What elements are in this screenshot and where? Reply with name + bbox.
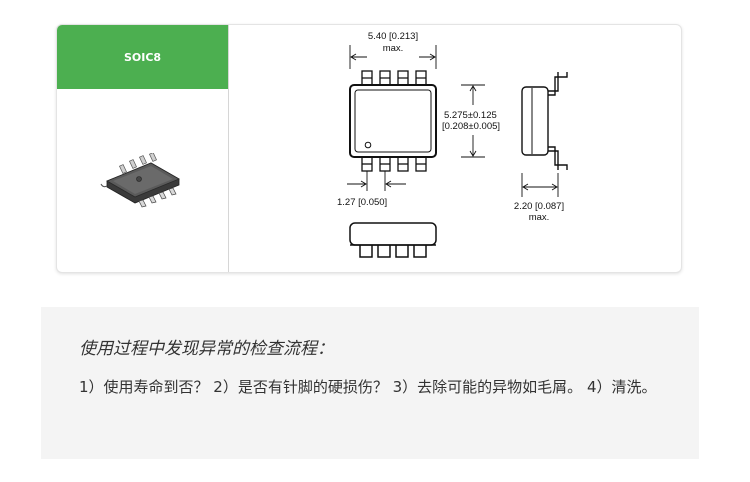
package-name: SOIC8 [123,50,162,64]
body-length-mm-label: 5.275±0.125 [444,110,497,121]
side-view [521,72,568,170]
note-title: 使用过程中发现异常的检查流程： [79,339,334,359]
pitch-dimension [347,171,406,191]
height-dimension [521,173,559,197]
chip-3d-illustration [100,153,180,208]
height-label: 2.20 [0.087] [514,201,564,212]
inspection-note: 使用过程中发现异常的检查流程： 1）使用寿命到否？ 2）是否有针脚的硬损伤？ 3… [41,307,699,459]
front-view [349,222,437,258]
package-card: SOIC8 [56,24,682,273]
pitch-label: 1.27 [0.050] [337,197,387,208]
package-column: SOIC8 [57,25,229,272]
body-length-in-label: [0.208±0.005] [442,121,500,132]
width-dimension [349,45,437,69]
top-view-body [349,84,437,158]
note-text: 1）使用寿命到否？ 2）是否有针脚的硬损伤？ 3）去除可能的异物如毛屑。 4）清… [79,378,657,396]
top-view-inner-outline [354,89,432,153]
package-name-header: SOIC8 [57,25,228,89]
body-width-note: max. [383,43,404,54]
body-width-label: 5.40 [0.213] [368,31,418,42]
length-dimension [461,84,485,158]
height-note: max. [529,212,550,223]
pin1-marker [364,141,372,149]
dimension-drawing: 5.40 [0.213] max. 5.275±0.125 [0.208±0.0… [337,31,568,258]
